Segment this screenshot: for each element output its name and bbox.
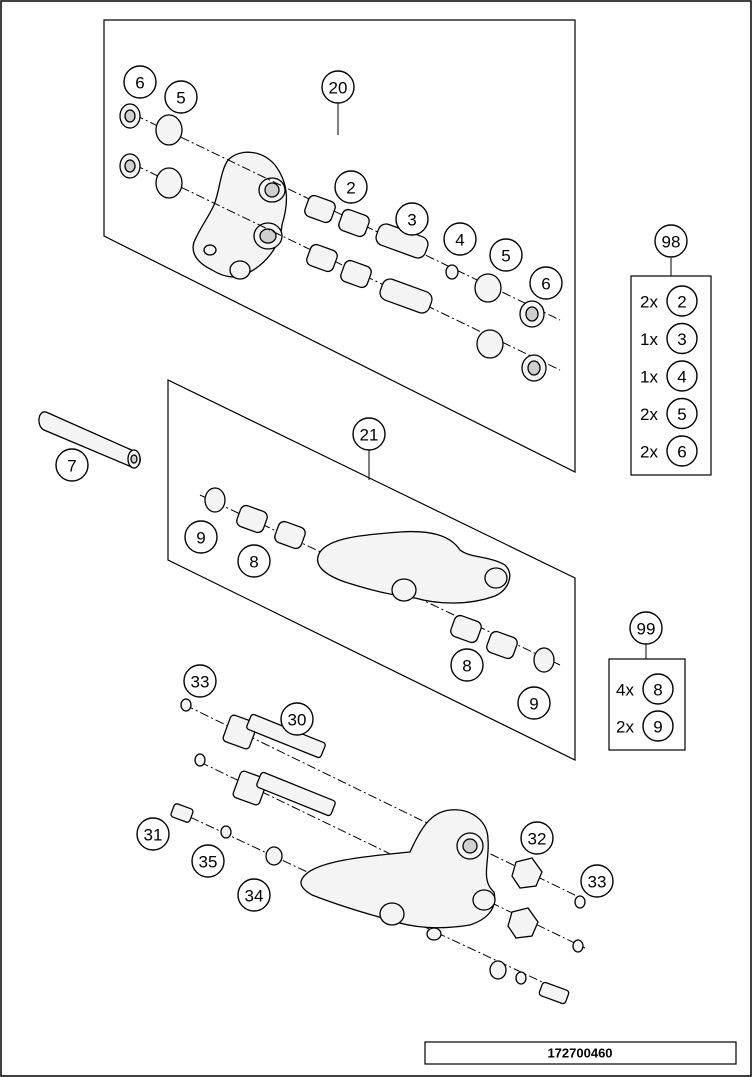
svg-text:9: 9 — [653, 718, 662, 737]
callout-4: 4 — [443, 222, 477, 256]
kit-item-part: 5 — [666, 397, 698, 430]
svg-text:3: 3 — [677, 330, 686, 349]
nut-part — [511, 857, 543, 889]
assembly-21-frame — [167, 379, 576, 761]
kit-item-row: 1x 4 — [640, 360, 698, 392]
linkage-lever-part — [192, 151, 288, 280]
callout-5: 5 — [489, 238, 523, 272]
svg-text:5: 5 — [176, 89, 185, 108]
callout-3: 3 — [395, 202, 429, 236]
kit-item-part: 4 — [666, 360, 698, 392]
svg-text:6: 6 — [677, 443, 686, 462]
callout-32: 32 — [520, 821, 554, 855]
callout-30: 30 — [280, 702, 314, 736]
kit-item-qty: 1x — [640, 330, 658, 349]
kit-item-qty: 1x — [640, 368, 658, 387]
svg-text:8: 8 — [462, 657, 471, 676]
svg-text:31: 31 — [144, 826, 163, 845]
kit-item-part: 3 — [666, 322, 698, 355]
svg-text:99: 99 — [637, 620, 656, 639]
kit-item-qty: 2x — [640, 405, 658, 424]
svg-text:98: 98 — [662, 233, 681, 252]
svg-text:5: 5 — [501, 247, 510, 266]
callout-33: 33 — [183, 664, 217, 698]
svg-text:33: 33 — [588, 873, 607, 892]
callout-9: 9 — [517, 686, 551, 720]
callout-8: 8 — [450, 648, 484, 682]
callout-98: 98 — [654, 224, 688, 258]
kit-item-row: 2x 9 — [616, 710, 674, 742]
kit-99-box — [608, 658, 686, 751]
svg-text:2: 2 — [677, 293, 686, 312]
svg-text:21: 21 — [360, 426, 379, 445]
svg-text:9: 9 — [529, 695, 538, 714]
callout-35: 35 — [191, 844, 225, 878]
kit-item-qty: 2x — [616, 718, 634, 737]
svg-text:8: 8 — [249, 553, 258, 572]
callout-33: 33 — [580, 864, 614, 898]
kit-item-part: 2 — [666, 285, 698, 317]
kit-item-qty: 4x — [616, 681, 634, 700]
pin-part — [38, 411, 141, 469]
svg-text:34: 34 — [245, 887, 264, 906]
svg-text:4: 4 — [455, 231, 464, 250]
svg-text:7: 7 — [67, 457, 76, 476]
drawing-number: 172700460 — [547, 1046, 612, 1061]
assembled-linkage-part — [300, 809, 496, 941]
callout-20: 20 — [321, 70, 355, 104]
bolt-part — [222, 713, 336, 817]
assembly-20-frame — [103, 19, 576, 473]
callout-21: 21 — [352, 417, 386, 451]
callout-7: 7 — [55, 448, 89, 482]
svg-text:33: 33 — [191, 673, 210, 692]
kit-item-row: 2x 6 — [640, 435, 698, 467]
kit-item-part: 6 — [666, 435, 698, 467]
kit-item-row: 2x 2 — [640, 285, 698, 317]
svg-text:3: 3 — [407, 211, 416, 230]
callout-99: 99 — [629, 611, 663, 645]
callout-5: 5 — [164, 80, 198, 114]
kit-item-part: 9 — [642, 710, 674, 742]
kit-item-qty: 2x — [640, 443, 658, 462]
svg-text:2: 2 — [346, 179, 355, 198]
callout-6: 6 — [123, 65, 157, 99]
kit-item-row: 4x 8 — [616, 673, 674, 705]
svg-text:9: 9 — [196, 529, 205, 548]
kit-item-part: 8 — [642, 673, 674, 705]
callout-31: 31 — [136, 817, 170, 851]
svg-text:4: 4 — [677, 368, 686, 387]
svg-text:6: 6 — [541, 275, 550, 294]
svg-text:20: 20 — [329, 79, 348, 98]
drawing-number-box — [424, 1041, 737, 1065]
nut-part — [507, 907, 539, 939]
callout-9: 9 — [184, 520, 218, 554]
svg-text:6: 6 — [135, 74, 144, 93]
callout-34: 34 — [237, 878, 271, 912]
kit-item-row: 2x 5 — [640, 397, 698, 430]
svg-text:8: 8 — [653, 681, 662, 700]
callout-2: 2 — [334, 170, 368, 204]
svg-text:32: 32 — [528, 830, 547, 849]
callout-6: 6 — [529, 266, 563, 300]
svg-text:30: 30 — [288, 711, 307, 730]
kit-item-qty: 2x — [640, 293, 658, 312]
callout-8: 8 — [237, 544, 271, 578]
svg-text:35: 35 — [199, 853, 218, 872]
kit-item-row: 1x 3 — [640, 322, 698, 355]
svg-text:5: 5 — [677, 405, 686, 424]
linkage-arm-part — [317, 530, 511, 604]
